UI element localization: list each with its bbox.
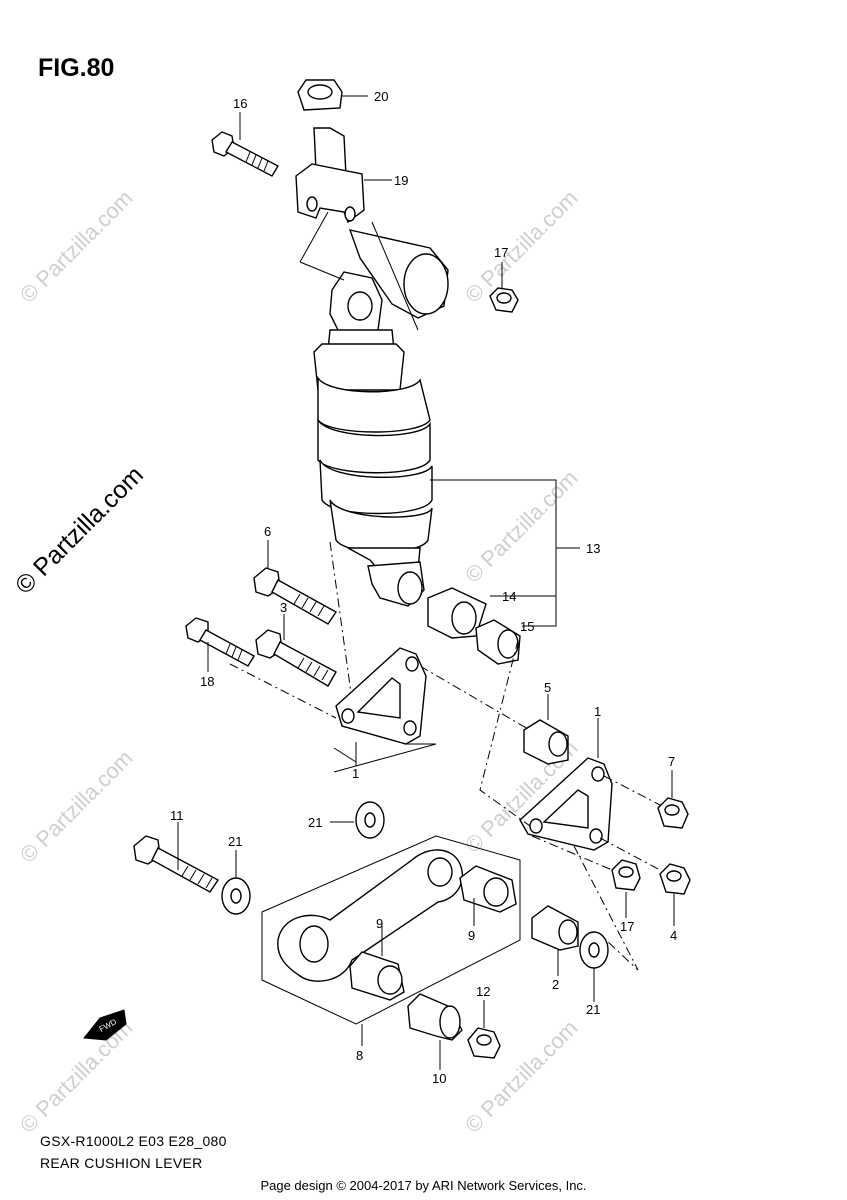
part-washer-21-left	[221, 877, 251, 915]
callout-8: 8	[356, 1048, 363, 1063]
callout-13: 13	[586, 541, 600, 556]
callout-4: 4	[670, 928, 677, 943]
part-nut-17-lower	[611, 859, 641, 891]
callout-17: 17	[620, 919, 634, 934]
part-spacer-2	[531, 905, 579, 951]
model-code-caption: GSX-R1000L2 E03 E28_080	[40, 1133, 227, 1149]
part-washer-21-right	[579, 931, 609, 969]
callout-11: 11	[170, 808, 184, 823]
callout-21: 21	[308, 815, 322, 830]
part-nut-4	[659, 863, 691, 895]
callout-14: 14	[502, 589, 516, 604]
part-bolt-6	[253, 567, 338, 625]
callout-1: 1	[594, 704, 601, 719]
part-bolt-11	[133, 835, 220, 893]
part-bracket-1-left	[335, 647, 427, 745]
callout-18: 18	[200, 674, 214, 689]
callout-19: 19	[394, 173, 408, 188]
callout-20: 20	[374, 89, 388, 104]
callout-labels: 20 16 19 17 13 6 14 3 15 18 5 1 1 7 21 1…	[170, 89, 677, 1086]
part-pin-10	[407, 993, 463, 1041]
part-bolt-18	[185, 617, 255, 667]
part-bushing-14	[427, 587, 487, 639]
callout-7: 7	[668, 754, 675, 769]
part-washer-21-upper	[355, 801, 385, 839]
part-spacer-15	[475, 619, 521, 665]
part-nut-12	[467, 1027, 501, 1059]
part-cushion-lever-8	[277, 849, 463, 982]
callout-1: 1	[352, 766, 359, 781]
callout-16: 16	[233, 96, 247, 111]
callout-21: 21	[586, 1002, 600, 1017]
part-bearing-9-left	[349, 951, 405, 1001]
callout-9: 9	[468, 928, 475, 943]
part-nut-7	[657, 797, 689, 829]
fwd-arrow-icon: FWD	[83, 1009, 127, 1041]
part-shock-absorber-13	[313, 229, 449, 607]
part-nut-17-upper	[489, 287, 519, 313]
callout-12: 12	[476, 984, 490, 999]
diagram-name-caption: REAR CUSHION LEVER	[40, 1155, 203, 1171]
callout-9: 9	[376, 916, 383, 931]
callout-3: 3	[280, 600, 287, 615]
part-clevis-19	[295, 127, 365, 224]
part-bearing-9-right	[459, 865, 517, 913]
callout-15: 15	[520, 619, 534, 634]
callout-10: 10	[432, 1071, 446, 1086]
callout-21: 21	[228, 834, 242, 849]
figure-title: FIG.80	[38, 54, 115, 82]
part-spacer-5	[523, 719, 569, 765]
part-nut-20	[297, 79, 343, 111]
callout-17: 17	[494, 245, 508, 260]
callout-5: 5	[544, 680, 551, 695]
part-bolt-16	[211, 131, 279, 177]
footer-copyright: Page design © 2004-2017 by ARI Network S…	[260, 1178, 587, 1193]
part-bracket-1-right	[519, 757, 613, 851]
callout-6: 6	[264, 524, 271, 539]
callout-2: 2	[552, 977, 559, 992]
part-bolt-3	[255, 629, 337, 687]
